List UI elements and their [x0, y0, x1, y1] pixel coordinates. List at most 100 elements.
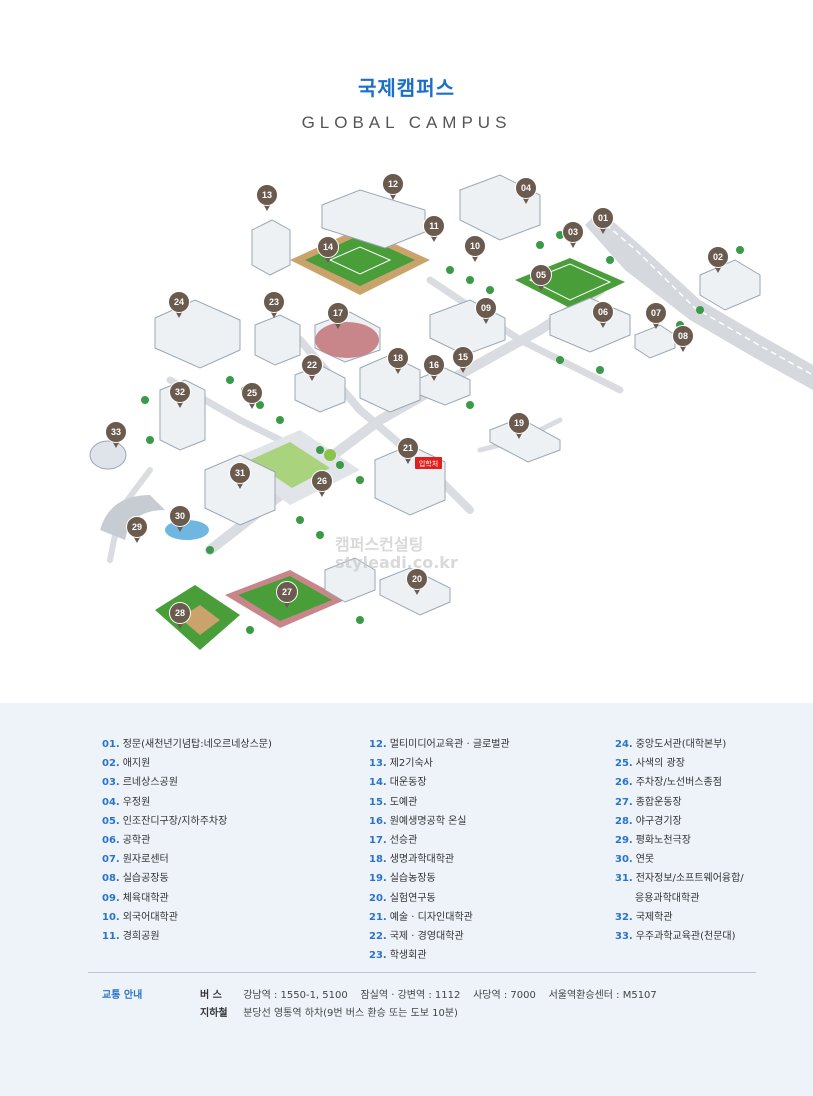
location-pin-label: 21 [403, 443, 413, 453]
location-pin-31[interactable]: 31 [229, 462, 251, 490]
location-pin-label: 12 [388, 179, 398, 189]
legend-item-number: 03. [102, 777, 120, 789]
legend-item-number: 28. [615, 815, 633, 827]
location-pin-28[interactable]: 28 [169, 602, 191, 630]
location-pin-08[interactable]: 08 [672, 325, 694, 353]
legend-item: 17.선승관 [369, 831, 510, 850]
location-pin-10[interactable]: 10 [464, 235, 486, 263]
location-pin-label: 31 [235, 468, 245, 478]
legend-item-name: 예술 · 디자인대학관 [389, 911, 473, 923]
location-pin-02[interactable]: 02 [707, 246, 729, 274]
legend-item: 06.공학관 [102, 831, 272, 850]
location-pin-03[interactable]: 03 [562, 221, 584, 249]
location-pin-label: 02 [713, 252, 723, 262]
legend-item: 03.르네상스공원 [102, 773, 272, 792]
location-pin-29[interactable]: 29 [126, 516, 148, 544]
location-pin-09[interactable]: 09 [475, 297, 497, 325]
location-pin-04[interactable]: 04 [515, 177, 537, 205]
legend-item-name-cont: 응용과학대학관 [635, 892, 700, 904]
legend-item-number: 24. [615, 739, 633, 750]
legend-item-name: 국제학관 [635, 911, 673, 923]
location-pin-13[interactable]: 13 [256, 184, 278, 212]
location-pin-12[interactable]: 12 [382, 173, 404, 201]
location-pin-19[interactable]: 19 [508, 412, 530, 440]
legend-item-name: 경희공원 [122, 931, 160, 943]
legend-item: 25.사색의 광장 [615, 754, 744, 773]
legend-item: 23.학생회관 [369, 946, 510, 965]
legend-item: 11.경희공원 [102, 927, 272, 946]
location-pin-23[interactable]: 23 [263, 291, 285, 319]
legend-item: 14.대운동장 [369, 773, 510, 792]
legend-item: 16.원예생명공학 온실 [369, 812, 510, 831]
location-pin-17[interactable]: 17 [327, 302, 349, 330]
legend-item-name: 야구경기장 [635, 815, 682, 827]
legend-item-number: 18. [369, 854, 387, 866]
legend-item: 02.애지원 [102, 754, 272, 773]
transit-bus-row: 버 스 강남역 : 1550-1, 5100 잠실역 · 강변역 : 1112 … [200, 986, 657, 1001]
legend-item-number: 11. [102, 931, 120, 943]
legend-item: 30.연못 [615, 850, 744, 869]
legend-item-name: 전자정보/소프트웨어융합/ [635, 873, 744, 885]
location-pin-label: 33 [111, 427, 121, 437]
legend-item-name: 인조잔디구장/지하주차장 [122, 815, 228, 827]
location-pin-label: 13 [262, 190, 272, 200]
location-pin-14[interactable]: 14 [317, 236, 339, 264]
legend-divider [88, 972, 756, 973]
legend-item-name: 실험연구동 [389, 892, 436, 904]
location-pin-16[interactable]: 16 [423, 354, 445, 382]
legend-item-continuation: 응용과학대학관 [615, 889, 744, 908]
location-pin-label: 19 [514, 418, 524, 428]
location-pin-32[interactable]: 32 [169, 381, 191, 409]
location-pin-05[interactable]: 05 [530, 264, 552, 292]
legend-item-name: 대운동장 [389, 777, 427, 789]
location-pin-22[interactable]: 22 [301, 354, 323, 382]
location-pin-label: 25 [247, 388, 257, 398]
legend-item-name: 우주과학교육관(천문대) [635, 931, 736, 943]
legend-item-number: 07. [102, 854, 120, 866]
observatory [89, 440, 127, 470]
watermark-url: styleadi.co.kr [335, 553, 458, 572]
location-pin-25[interactable]: 25 [241, 382, 263, 410]
legend-item-number: 25. [615, 758, 633, 770]
location-pin-18[interactable]: 18 [387, 347, 409, 375]
page-title: 국제캠퍼스 [358, 76, 455, 100]
location-pin-26[interactable]: 26 [311, 470, 333, 498]
legend-item: 32.국제학관 [615, 908, 744, 927]
location-pin-24[interactable]: 24 [168, 291, 190, 319]
location-pin-label: 26 [317, 476, 327, 486]
location-pin-01[interactable]: 01 [592, 207, 614, 235]
transit-subway-label: 지하철 [200, 1008, 228, 1019]
admission-badge-label: 입학처 [419, 459, 438, 468]
location-pin-27[interactable]: 27 [276, 581, 298, 609]
location-pin-20[interactable]: 20 [406, 568, 428, 596]
legend-item-number: 20. [369, 892, 387, 904]
legend-item-name: 평화노천극장 [635, 835, 691, 847]
location-pin-21[interactable]: 21 [397, 437, 419, 465]
legend-item: 15.도예관 [369, 793, 510, 812]
legend-item-name: 실습농장동 [389, 873, 436, 885]
location-pin-33[interactable]: 33 [105, 421, 127, 449]
location-pin-label: 23 [269, 297, 279, 307]
location-pin-06[interactable]: 06 [592, 301, 614, 329]
legend-item-number: 33. [615, 931, 633, 943]
legend-item: 22.국제 · 경영대학관 [369, 927, 510, 946]
location-pin-11[interactable]: 11 [423, 215, 445, 243]
legend-item: 29.평화노천극장 [615, 831, 744, 850]
location-pin-30[interactable]: 30 [169, 505, 191, 533]
location-pin-07[interactable]: 07 [645, 302, 667, 330]
legend-item-name: 학생회관 [389, 950, 427, 962]
legend-item-number: 15. [369, 796, 387, 808]
location-pin-label: 04 [521, 183, 531, 193]
location-pin-label: 05 [536, 270, 546, 280]
legend-item-number: 29. [615, 835, 633, 847]
location-pin-15[interactable]: 15 [452, 346, 474, 374]
legend-item-number: 08. [102, 873, 120, 885]
legend-item-number: 23. [369, 950, 387, 962]
legend-item-number: 02. [102, 758, 120, 770]
location-pin-label: 10 [470, 241, 480, 251]
legend-item-number: 30. [615, 854, 633, 866]
location-pin-label: 28 [175, 608, 185, 618]
